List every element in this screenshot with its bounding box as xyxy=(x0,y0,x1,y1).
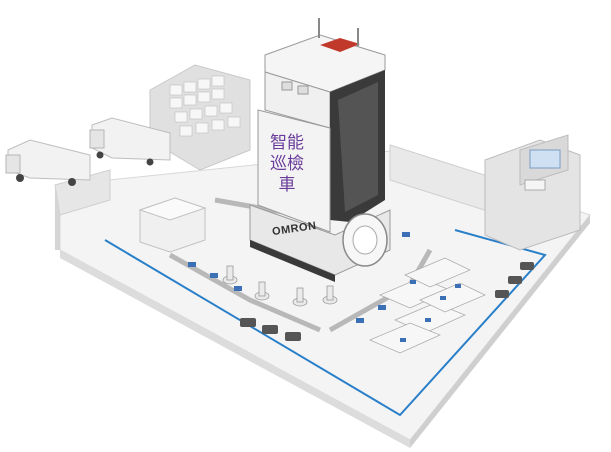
control-room xyxy=(484,134,581,251)
control-screen xyxy=(529,149,561,169)
truck-1 xyxy=(5,139,91,186)
floor-edge xyxy=(60,250,410,448)
robot-arms xyxy=(222,265,338,307)
floor-edge-right xyxy=(410,215,590,448)
robot-label-line3: 車 xyxy=(278,175,296,195)
left-wall-front xyxy=(55,185,60,250)
robot-label: 智能 巡檢 車 xyxy=(262,133,312,196)
truck-2 xyxy=(89,117,171,166)
robot-label-line1: 智能 xyxy=(270,133,304,153)
inspection-robot xyxy=(249,18,391,282)
agv-carts xyxy=(240,262,534,341)
workbench-monitors xyxy=(400,280,461,342)
guide-path xyxy=(104,229,547,417)
robot-label-line2: 巡檢 xyxy=(270,154,304,174)
warehouse-boxes xyxy=(169,75,241,137)
inspection-cube xyxy=(138,197,207,253)
